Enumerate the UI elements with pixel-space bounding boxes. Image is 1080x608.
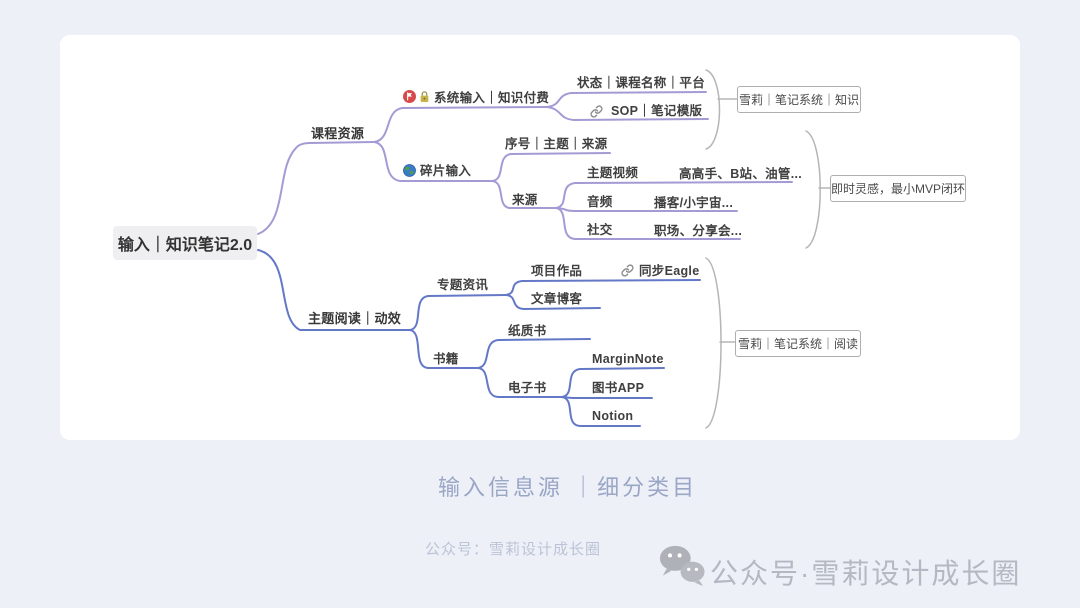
topic-special-info[interactable]: 专题资讯	[437, 278, 489, 292]
summary-note-system-knowledge[interactable]: 雪莉｜笔记系统｜知识	[737, 86, 861, 113]
topic-social[interactable]: 社交	[587, 223, 613, 237]
figure-caption: 输入信息源 ｜细分类目	[438, 475, 698, 500]
summary-note-system-reading[interactable]: 雪莉｜笔记系统｜阅读	[735, 330, 861, 357]
topic-course-resources[interactable]: 课程资源	[311, 126, 365, 141]
topic-fragment-input[interactable]: 碎片输入	[420, 164, 472, 178]
root-topic[interactable]: 输入｜知识笔记2.0	[113, 226, 257, 260]
link-icon	[621, 264, 634, 277]
topic-sop-template[interactable]: SOP｜笔记模版	[611, 104, 703, 118]
watermark-text: 公众号·雪莉设计成长圈	[710, 558, 1022, 589]
topic-video-sources[interactable]: 高高手、B站、油管...	[679, 167, 803, 181]
lock-icon	[420, 91, 429, 102]
summary-instant-mvp[interactable]: 即时灵感，最小MVP闭环	[830, 175, 966, 202]
topic-article-blog[interactable]: 文章博客	[531, 292, 583, 306]
account-caption: 公众号：雪莉设计成长圈	[425, 541, 602, 558]
topic-source[interactable]: 来源	[512, 193, 538, 207]
topic-books[interactable]: 书籍	[433, 352, 459, 366]
globe-icon	[403, 164, 416, 177]
topic-book-app[interactable]: 图书APP	[592, 381, 645, 395]
topic-ebook[interactable]: 电子书	[508, 381, 547, 395]
topic-notion[interactable]: Notion	[592, 409, 634, 423]
topic-social-sources[interactable]: 职场、分享会...	[654, 224, 743, 238]
topic-theme-video[interactable]: 主题视频	[587, 166, 639, 180]
link-icon	[590, 105, 603, 118]
topic-marginnote[interactable]: MarginNote	[592, 352, 664, 366]
wechat-icon	[659, 545, 705, 587]
topic-paper-book[interactable]: 纸质书	[508, 324, 547, 338]
topic-audio[interactable]: 音频	[587, 195, 613, 209]
topic-audio-sources[interactable]: 播客/小宇宙...	[654, 196, 734, 210]
topic-status-course-platform[interactable]: 状态｜课程名称｜平台	[577, 76, 706, 90]
topic-theme-reading[interactable]: 主题阅读｜动效	[308, 311, 402, 326]
topic-seq-theme-source[interactable]: 序号｜主题｜来源	[505, 137, 608, 151]
topic-sync-eagle[interactable]: 同步Eagle	[639, 264, 700, 278]
flag-icon	[403, 90, 416, 103]
topic-project-works[interactable]: 项目作品	[531, 264, 583, 278]
topic-system-input[interactable]: 系统输入｜知识付费	[434, 91, 550, 105]
